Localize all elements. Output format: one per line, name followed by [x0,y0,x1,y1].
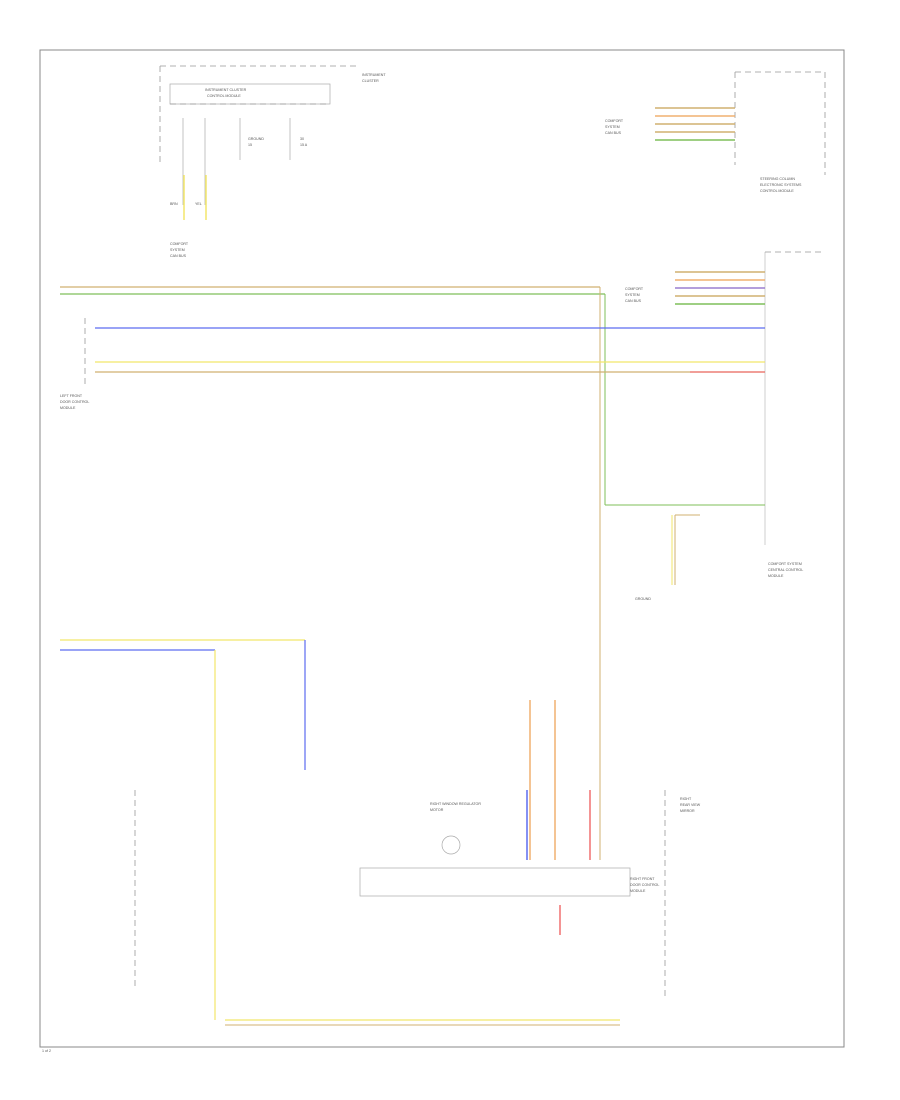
svg-text:CAN BUS: CAN BUS [625,299,642,303]
svg-text:SYSTEM: SYSTEM [605,125,620,129]
svg-text:REAR VIEW: REAR VIEW [680,803,701,807]
svg-text:RIGHT: RIGHT [680,797,692,801]
svg-text:CENTRAL CONTROL: CENTRAL CONTROL [768,568,803,572]
svg-text:COMFORT: COMFORT [170,242,189,246]
bus-wires [60,286,765,860]
svg-text:RIGHT FRONT: RIGHT FRONT [630,877,655,881]
svg-text:COMFORT: COMFORT [625,287,644,291]
svg-text:GROUND: GROUND [635,597,651,601]
svg-text:CONTROL MODULE: CONTROL MODULE [207,94,241,98]
svg-text:RIGHT WINDOW REGULATOR: RIGHT WINDOW REGULATOR [430,802,481,806]
svg-text:YEL: YEL [195,202,202,206]
svg-text:COMFORT SYSTEM: COMFORT SYSTEM [768,562,802,566]
svg-text:MOTOR: MOTOR [430,808,444,812]
svg-text:DOOR CONTROL: DOOR CONTROL [630,883,659,887]
svg-text:15: 15 [248,143,252,147]
svg-text:30: 30 [300,137,304,141]
svg-text:SYSTEM: SYSTEM [625,293,640,297]
svg-text:CLUSTER: CLUSTER [362,79,379,83]
svg-text:MODULE: MODULE [630,889,646,893]
svg-text:ELECTRONIC SYSTEMS: ELECTRONIC SYSTEMS [760,183,802,187]
svg-text:CAN BUS: CAN BUS [605,131,622,135]
svg-text:COMFORT: COMFORT [605,119,624,123]
svg-text:STEERING COLUMN: STEERING COLUMN [760,177,795,181]
svg-text:MIRROR: MIRROR [680,809,695,813]
svg-text:INSTRUMENT: INSTRUMENT [362,73,386,77]
svg-text:DOOR CONTROL: DOOR CONTROL [60,400,89,404]
instrument-cluster-block: INSTRUMENT CLUSTER INSTRUMENT CLUSTER CO… [159,65,386,258]
svg-text:SYSTEM: SYSTEM [170,248,185,252]
svg-text:GROUND: GROUND [248,137,264,141]
comfort-module-connector: COMFORT SYSTEM CAN BUS COMFORT SYSTEM CE… [625,251,825,578]
steering-column-module: COMFORT SYSTEM CAN BUS STEERING COLUMN E… [605,71,826,193]
svg-text:LEFT FRONT: LEFT FRONT [60,394,83,398]
right-front-door-module: RIGHT WINDOW REGULATOR MOTOR RIGHT REAR … [134,700,701,1026]
svg-text:MODULE: MODULE [768,574,784,578]
svg-text:CONTROL MODULE: CONTROL MODULE [760,189,794,193]
left-front-door-module: LEFT FRONT DOOR CONTROL MODULE [60,318,89,410]
ground-connection: GROUND [635,514,700,601]
svg-text:MODULE: MODULE [60,406,76,410]
lower-left-wires [60,639,306,1020]
page-label: 1 of 2 [42,1049,51,1053]
svg-text:INSTRUMENT CLUSTER: INSTRUMENT CLUSTER [205,88,247,92]
svg-text:CAN BUS: CAN BUS [170,254,187,258]
diagram-frame [39,49,845,1048]
svg-text:15 A: 15 A [300,143,308,147]
svg-text:BRN: BRN [170,202,178,206]
